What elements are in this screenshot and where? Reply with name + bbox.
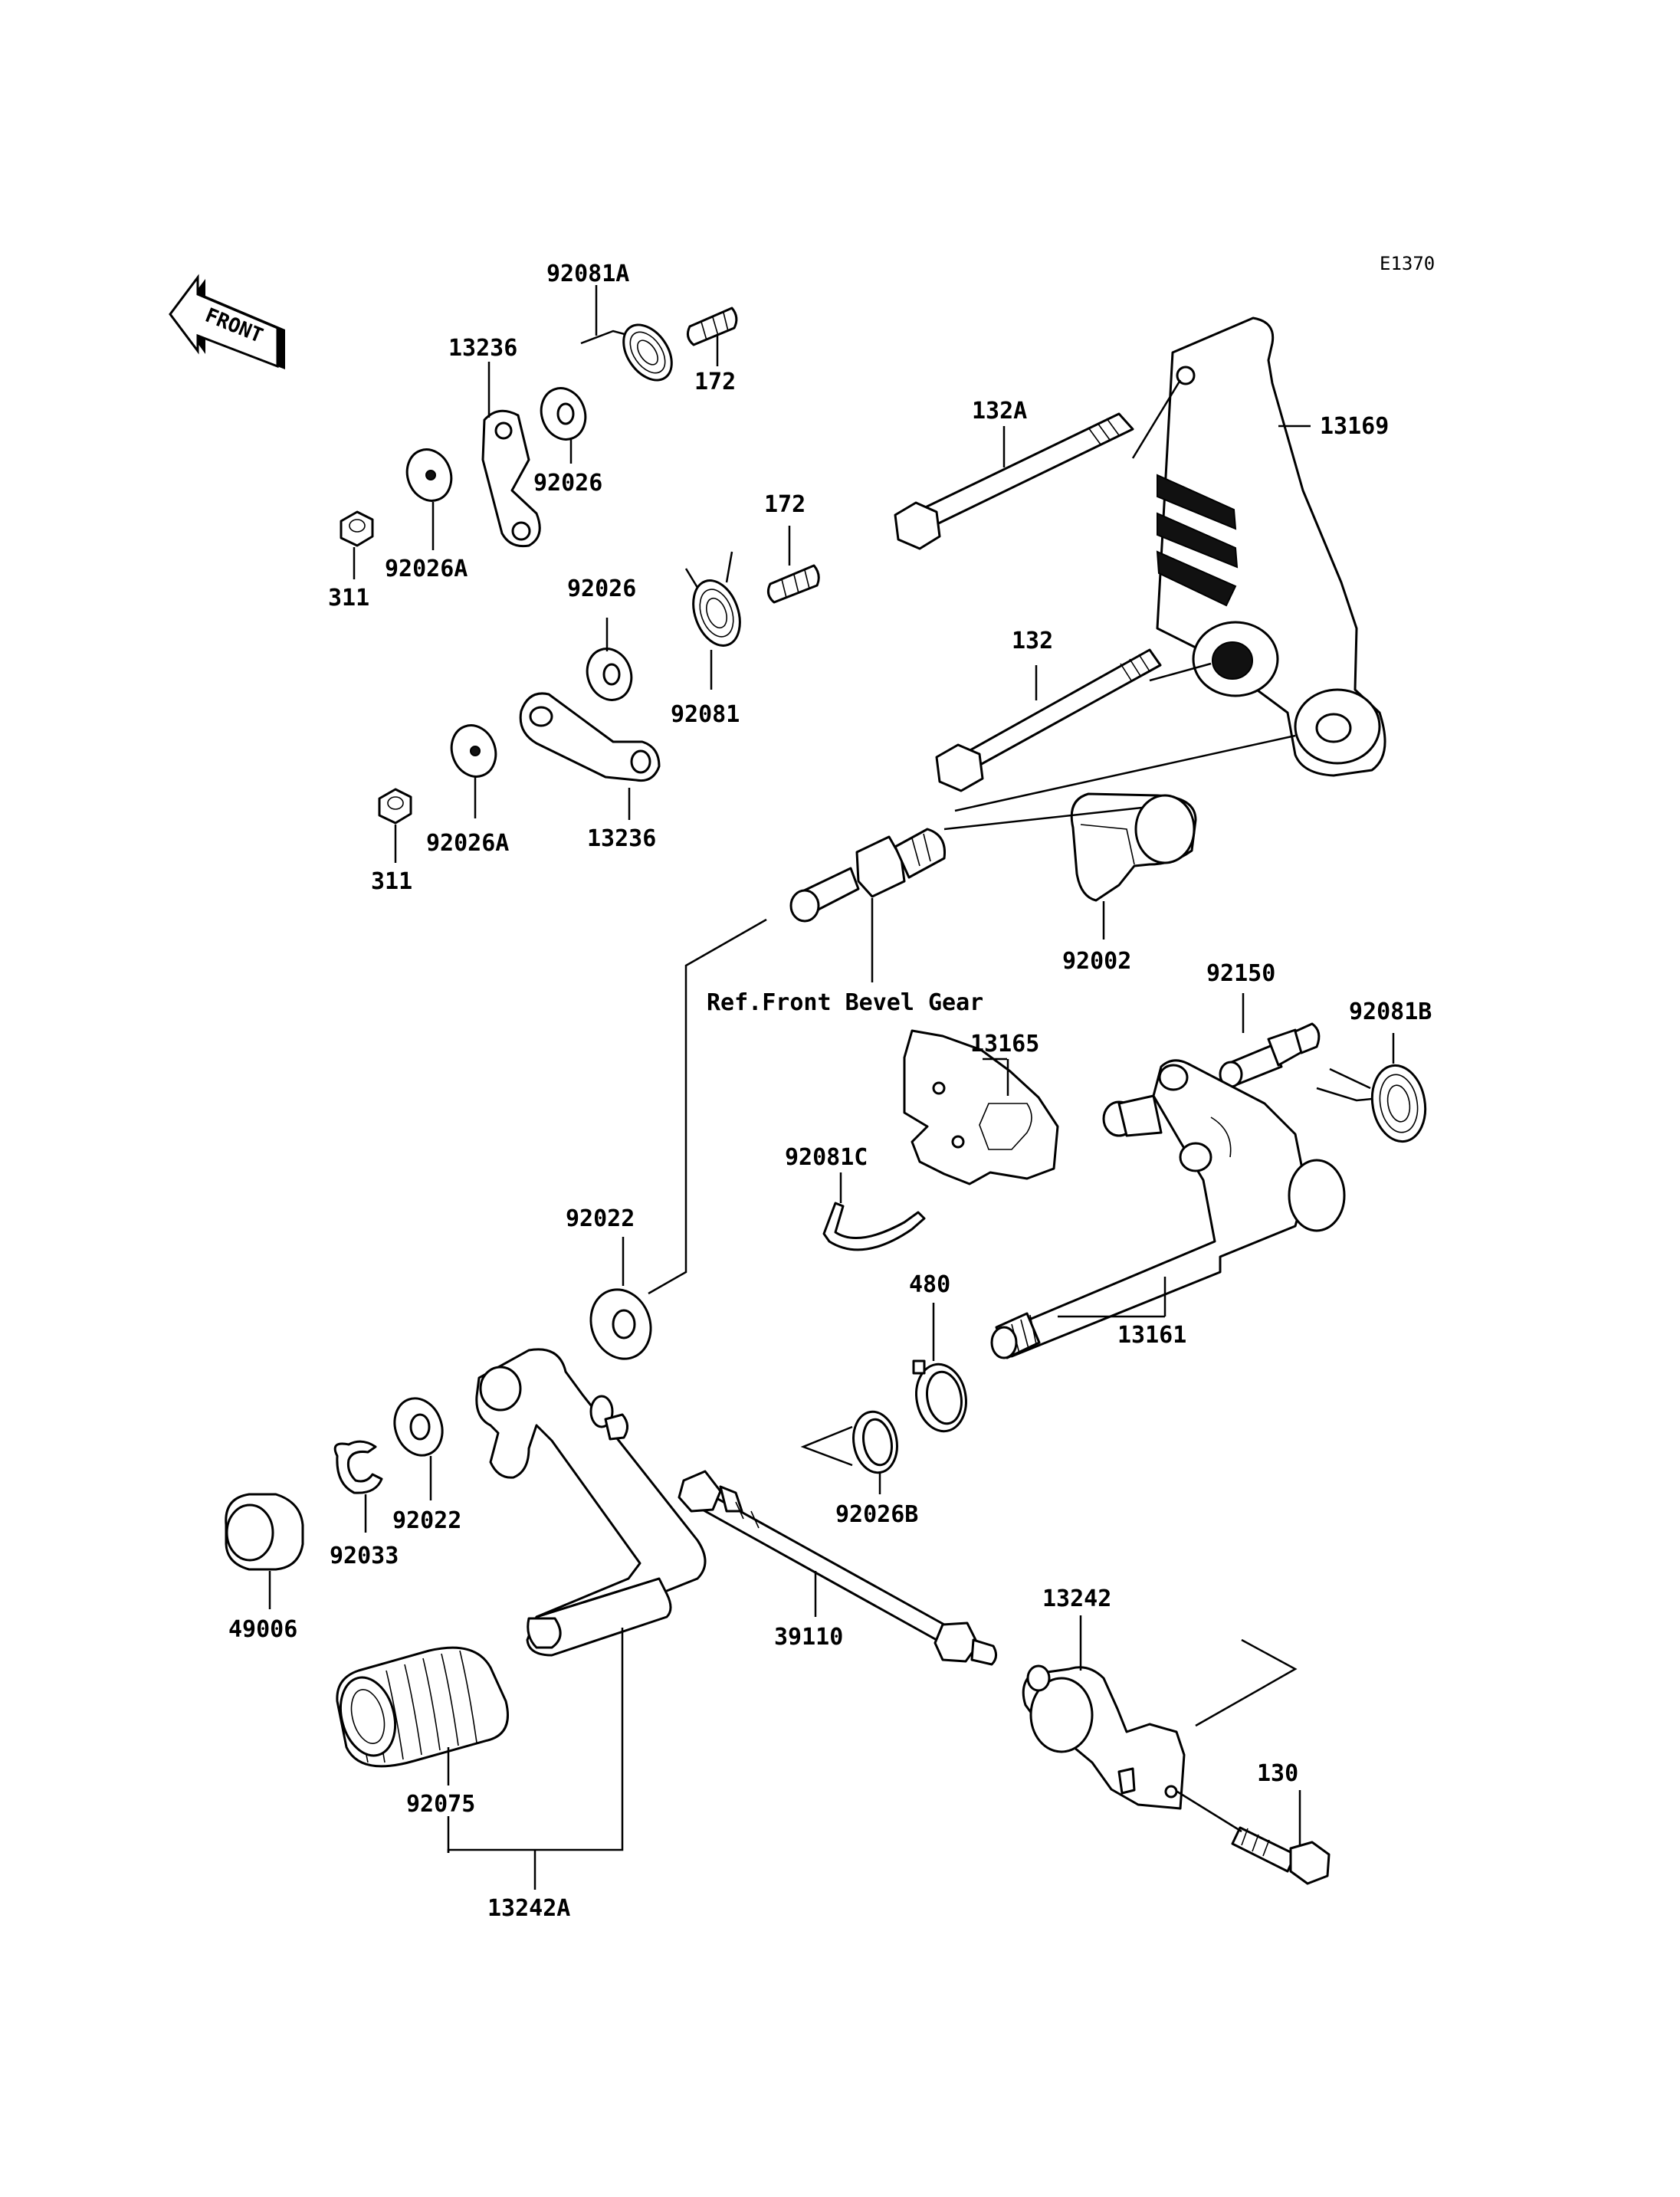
pin-172-lower[interactable] bbox=[766, 564, 820, 604]
diagram-code: E1370 bbox=[1380, 253, 1435, 274]
label-92081[interactable]: 92081 bbox=[671, 701, 740, 728]
bolt-130[interactable] bbox=[1231, 1826, 1331, 1885]
rubber-49006[interactable] bbox=[225, 1493, 304, 1571]
washer-92026a-lower[interactable] bbox=[445, 719, 503, 782]
label-13236-lower[interactable]: 13236 bbox=[587, 825, 656, 852]
washer-92026-upper[interactable] bbox=[534, 382, 592, 445]
label-92081A[interactable]: 92081A bbox=[546, 261, 629, 287]
label-92026-upper[interactable]: 92026 bbox=[533, 470, 602, 497]
nut-311-upper[interactable] bbox=[340, 510, 374, 547]
label-92026A-lower[interactable]: 92026A bbox=[426, 830, 509, 857]
pin-92150[interactable] bbox=[1219, 1022, 1321, 1088]
label-92022-lower[interactable]: 92022 bbox=[392, 1507, 461, 1534]
ref-front-bevel-gear: Ref.Front Bevel Gear bbox=[707, 989, 983, 1016]
washer-92022-lower[interactable] bbox=[387, 1392, 450, 1462]
circlip-480[interactable] bbox=[911, 1359, 971, 1435]
washer-92026b[interactable] bbox=[848, 1408, 901, 1477]
label-92081C[interactable]: 92081C bbox=[785, 1144, 868, 1171]
label-49006[interactable]: 49006 bbox=[228, 1616, 297, 1643]
label-13242A[interactable]: 13242A bbox=[487, 1895, 570, 1922]
label-13161[interactable]: 13161 bbox=[1117, 1322, 1186, 1349]
label-13242[interactable]: 13242 bbox=[1042, 1585, 1111, 1612]
spring-92081b[interactable] bbox=[1316, 1061, 1431, 1146]
label-92026B[interactable]: 92026B bbox=[835, 1501, 918, 1528]
label-13236-upper[interactable]: 13236 bbox=[448, 335, 517, 362]
label-92150[interactable]: 92150 bbox=[1206, 960, 1275, 987]
rubber-92075[interactable] bbox=[333, 1646, 509, 1768]
nut-311-lower[interactable] bbox=[378, 788, 412, 825]
washer-92022-upper[interactable] bbox=[582, 1281, 661, 1367]
part-labels: 92081A 172 13236 92026 311 92026A 132A 1… bbox=[228, 261, 1432, 1922]
label-311-lower[interactable]: 311 bbox=[371, 868, 412, 895]
label-92075[interactable]: 92075 bbox=[406, 1791, 475, 1818]
shift-pedal-13242a[interactable] bbox=[475, 1348, 707, 1657]
clip-92081c[interactable] bbox=[822, 1202, 926, 1251]
label-132[interactable]: 132 bbox=[1012, 628, 1053, 654]
link-13236-upper[interactable] bbox=[481, 409, 541, 548]
washer-92026a-upper[interactable] bbox=[400, 443, 458, 507]
label-130[interactable]: 130 bbox=[1257, 1760, 1298, 1787]
leader-lines bbox=[268, 285, 1395, 1890]
arm-13242[interactable] bbox=[1022, 1664, 1186, 1810]
bolt-132a[interactable] bbox=[894, 412, 1134, 550]
label-92026A-upper[interactable]: 92026A bbox=[385, 556, 468, 582]
label-13169[interactable]: 13169 bbox=[1320, 413, 1389, 440]
rod-39110[interactable] bbox=[678, 1470, 997, 1666]
plate-13165[interactable] bbox=[903, 1029, 1059, 1185]
stud-92002[interactable] bbox=[1070, 792, 1197, 902]
bolt-132[interactable] bbox=[935, 648, 1162, 792]
pin-172-upper[interactable] bbox=[686, 307, 738, 346]
front-arrow-icon: FRONT bbox=[169, 274, 285, 369]
label-172-lower[interactable]: 172 bbox=[764, 491, 806, 518]
label-92022-upper[interactable]: 92022 bbox=[566, 1205, 635, 1232]
eclip-92033[interactable] bbox=[333, 1440, 383, 1494]
label-480[interactable]: 480 bbox=[909, 1271, 950, 1298]
label-13165[interactable]: 13165 bbox=[970, 1031, 1039, 1058]
label-39110[interactable]: 39110 bbox=[774, 1624, 843, 1651]
label-132A[interactable]: 132A bbox=[972, 398, 1027, 425]
front-bevel-gear-shaft bbox=[789, 828, 947, 923]
spring-92081[interactable] bbox=[684, 551, 749, 652]
bracket-13169[interactable] bbox=[1156, 316, 1386, 777]
spring-92081a[interactable] bbox=[580, 316, 681, 389]
label-311-upper[interactable]: 311 bbox=[328, 585, 369, 612]
label-92026-middle[interactable]: 92026 bbox=[567, 575, 636, 602]
shaft-13161[interactable] bbox=[990, 1059, 1346, 1359]
label-92081B[interactable]: 92081B bbox=[1349, 998, 1432, 1025]
label-92002[interactable]: 92002 bbox=[1062, 948, 1131, 975]
label-92033[interactable]: 92033 bbox=[330, 1543, 399, 1569]
washer-92026-middle[interactable] bbox=[580, 642, 638, 706]
label-172-upper[interactable]: 172 bbox=[694, 369, 736, 395]
link-13236-lower[interactable] bbox=[519, 692, 661, 782]
